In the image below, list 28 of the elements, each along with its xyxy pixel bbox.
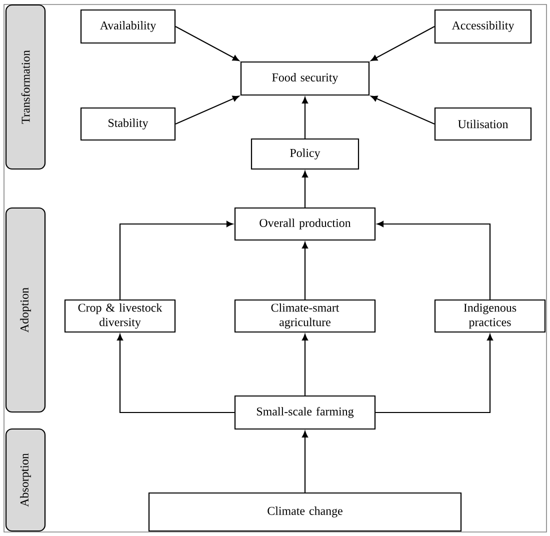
- arrow: [370, 96, 435, 124]
- process-box: Availability: [80, 9, 176, 44]
- process-box: Overall production: [234, 207, 376, 241]
- arrow: [175, 96, 240, 124]
- stage-band: Absorption: [5, 428, 46, 532]
- process-box: Small-scale farming: [234, 395, 376, 430]
- arrow: [302, 242, 308, 300]
- arrow: [117, 334, 234, 414]
- stage-band: Adoption: [5, 207, 46, 413]
- process-box: Food security: [240, 61, 370, 96]
- process-box: Accessibility: [434, 9, 532, 44]
- arrow: [302, 334, 308, 396]
- arrow: [175, 26, 240, 62]
- arrow: [302, 170, 308, 208]
- arrow: [302, 430, 308, 492]
- arrow: [376, 334, 494, 414]
- process-box: Indigenous practices: [434, 299, 546, 333]
- arrow: [370, 26, 435, 62]
- process-box: Climate change: [148, 492, 462, 532]
- process-box: Policy: [250, 138, 360, 170]
- arrow: [376, 220, 491, 300]
- process-box: Utilisation: [434, 107, 532, 141]
- arrow: [119, 220, 234, 300]
- stage-band: Transformation: [5, 4, 46, 170]
- process-box: Crop & livestock diversity: [64, 299, 176, 333]
- arrow: [302, 96, 308, 138]
- process-box: Stability: [80, 107, 176, 141]
- process-box: Climate-smart agriculture: [234, 299, 376, 333]
